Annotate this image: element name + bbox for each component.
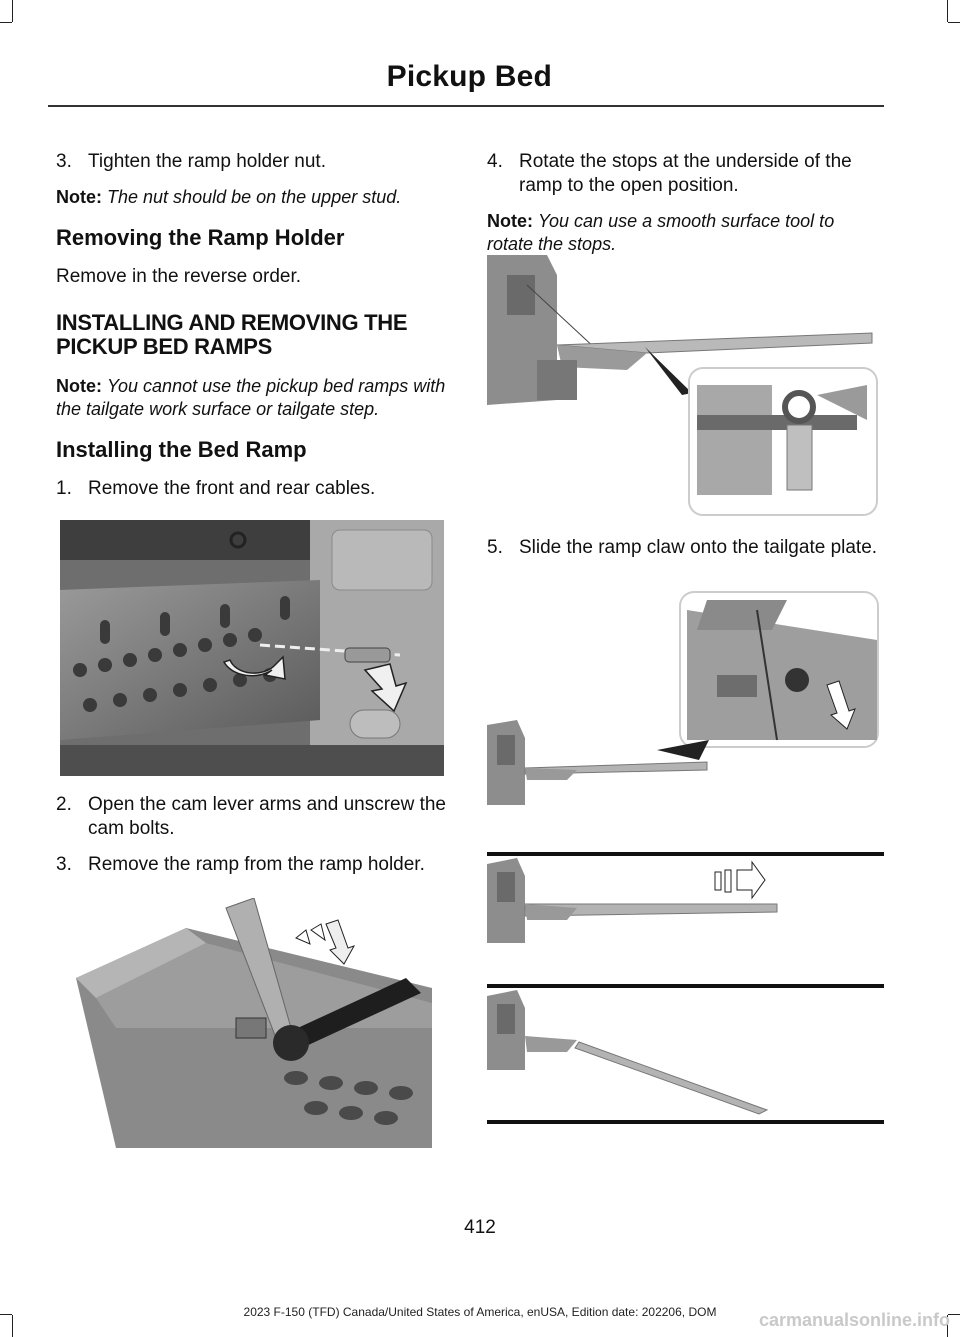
step-text: Remove the front and rear cables. (88, 478, 376, 499)
step-1-remove-cables: 1. Remove the front and rear cables. (56, 477, 450, 501)
note-text: The nut should be on the upper stud. (107, 187, 402, 207)
note-label: Note: (487, 211, 533, 231)
crop-mark (947, 1315, 948, 1337)
right-column-lower: 5. Slide the ramp claw onto the tailgate… (487, 536, 879, 572)
figure-separator (487, 1120, 884, 1124)
crop-mark (12, 1315, 13, 1337)
note-tool: Note: You can use a smooth surface tool … (487, 210, 879, 256)
left-column-lower: 2. Open the cam lever arms and unscrew t… (56, 793, 450, 889)
crop-mark (948, 1314, 960, 1315)
crop-mark (0, 1314, 12, 1315)
crop-mark (948, 22, 960, 23)
figure-remove-cables (60, 520, 444, 776)
figure-slide-claw (487, 591, 879, 805)
page-footer: 2023 F-150 (TFD) Canada/United States of… (243, 1305, 717, 1319)
figure-wrench-ramp (76, 898, 432, 1148)
note-nut: Note: The nut should be on the upper stu… (56, 186, 450, 209)
watermark: carmanualsonline.info (758, 1310, 950, 1330)
step-number: 3. (56, 854, 72, 875)
step-number: 1. (56, 478, 72, 499)
note-text: You can use a smooth surface tool to rot… (487, 211, 835, 254)
step-4-rotate-stops: 4. Rotate the stops at the underside of … (487, 150, 879, 198)
step-5-slide-claw: 5. Slide the ramp claw onto the tailgate… (487, 536, 879, 560)
step-text: Slide the ramp claw onto the tailgate pl… (519, 537, 878, 558)
heading-removing-ramp-holder: Removing the Ramp Holder (56, 225, 345, 250)
figure-separator (487, 852, 884, 856)
note-label: Note: (56, 187, 102, 207)
right-column: 4. Rotate the stops at the underside of … (487, 150, 879, 272)
crop-mark (12, 0, 13, 22)
step-3-tighten: 3. Tighten the ramp holder nut. (56, 150, 450, 174)
section-heading-line2: PICKUP BED RAMPS (56, 334, 273, 359)
step-number: 4. (487, 151, 503, 172)
step-number: 5. (487, 537, 503, 558)
step-text: Tighten the ramp holder nut. (88, 151, 326, 172)
note-text: You cannot use the pickup bed ramps with… (56, 376, 446, 419)
step-number: 2. (56, 794, 72, 815)
step-text: Remove the ramp from the ramp holder. (88, 854, 425, 875)
figure-ramp-lowered (487, 990, 769, 1115)
step-2-cam-levers: 2. Open the cam lever arms and unscrew t… (56, 793, 450, 841)
heading-installing-bed-ramp: Installing the Bed Ramp (56, 437, 307, 462)
crop-mark (0, 22, 12, 23)
section-heading-line1: INSTALLING AND REMOVING THE (56, 310, 408, 335)
step-text: Rotate the stops at the underside of the… (519, 151, 852, 196)
step-text: Open the cam lever arms and unscrew the … (88, 794, 447, 839)
step-3-remove-ramp: 3. Remove the ramp from the ramp holder. (56, 853, 450, 877)
remove-reverse-text: Remove in the reverse order. (56, 266, 302, 287)
figure-rotate-stops (487, 255, 878, 516)
figure-slide-claw-step2 (487, 858, 778, 943)
left-column: 3. Tighten the ramp holder nut. Note: Th… (56, 150, 450, 513)
note-ramps: Note: You cannot use the pickup bed ramp… (56, 375, 450, 421)
figure-separator (487, 984, 884, 988)
step-number: 3. (56, 151, 72, 172)
page-title: Pickup Bed (386, 60, 552, 93)
crop-mark (947, 0, 948, 22)
header-divider (48, 105, 884, 107)
page-number: 412 (464, 1217, 496, 1238)
section-heading: INSTALLING AND REMOVING THE PICKUP BED R… (56, 311, 450, 359)
note-label: Note: (56, 376, 102, 396)
